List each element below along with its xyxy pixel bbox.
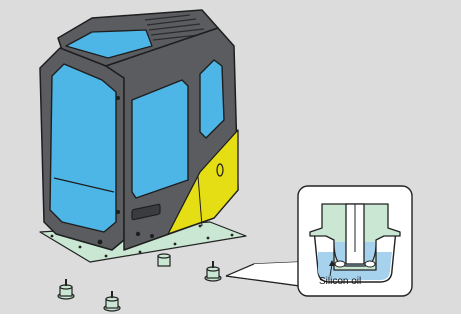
operator-cab: [40, 10, 238, 250]
rubber-mount-left: [58, 279, 74, 299]
cab-mount-diagram: [0, 0, 461, 314]
silicon-oil-label: Silicon oil: [319, 276, 361, 287]
illustration-panel: Silicon oil: [0, 0, 461, 314]
rubber-mount-right: [205, 261, 221, 281]
front-windshield: [50, 64, 116, 232]
door-window: [132, 80, 188, 198]
rubber-mount-bottom: [104, 291, 120, 311]
center-mount: [158, 254, 170, 266]
callout-leader: [226, 262, 300, 286]
